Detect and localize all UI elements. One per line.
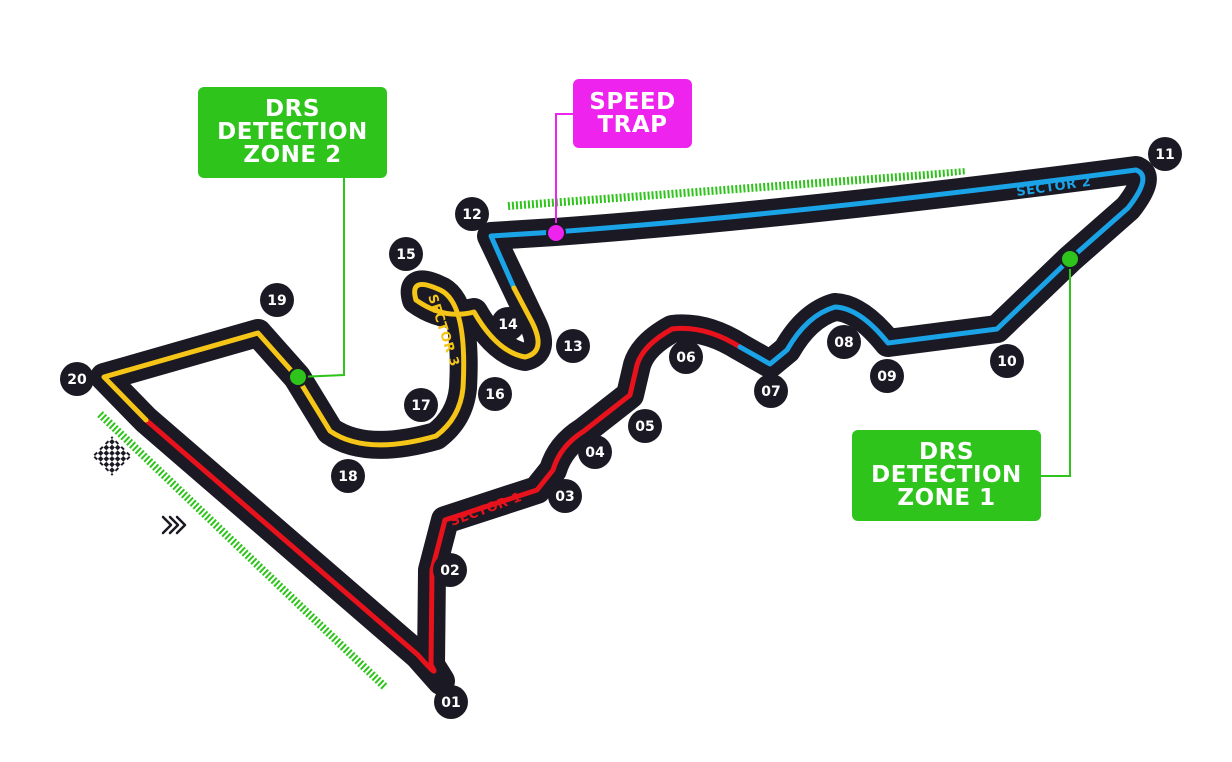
drs-detection-zone-2-callout: DRS DETECTION ZONE 2 [198, 87, 387, 178]
speed-trap-callout: SPEED TRAP [573, 79, 692, 148]
svg-text:06: 06 [676, 350, 695, 366]
turn-marker-18: 18 [331, 459, 365, 493]
sector-2-line [488, 167, 1146, 367]
turn-marker-16: 16 [478, 377, 512, 411]
svg-text:11: 11 [1155, 147, 1174, 163]
speed-trap-connector [555, 113, 573, 232]
turn-marker-02: 02 [433, 553, 467, 587]
turn-markers: 01 02 03 04 05 06 07 08 09 10 11 12 13 1… [60, 137, 1182, 719]
svg-text:12: 12 [462, 207, 481, 223]
sector-3-line [101, 281, 541, 448]
drs-zone-bar-back-straight [507, 168, 967, 210]
turn-marker-08: 08 [827, 325, 861, 359]
drs-detection-point-1 [1060, 249, 1080, 269]
turn-marker-07: 07 [754, 374, 788, 408]
drs-zone-bars [97, 168, 967, 691]
turn-marker-03: 03 [548, 479, 582, 513]
turn-marker-14: 14 [491, 307, 525, 341]
checkered-flag-icon [92, 436, 132, 476]
turn-marker-20: 20 [60, 362, 94, 396]
svg-text:20: 20 [67, 372, 87, 388]
callout-connectors [297, 113, 1071, 477]
drs-zone-1-connector [1041, 259, 1071, 477]
svg-text:15: 15 [396, 247, 415, 263]
svg-text:03: 03 [555, 489, 574, 505]
drs-detection-point-2 [288, 367, 308, 387]
svg-text:02: 02 [440, 563, 459, 579]
turn-marker-13: 13 [556, 329, 590, 363]
speed-trap-point [546, 223, 566, 243]
svg-text:17: 17 [411, 398, 430, 414]
svg-text:08: 08 [834, 335, 853, 351]
track-tarmac [90, 156, 1157, 695]
svg-text:04: 04 [585, 445, 605, 461]
turn-marker-19: 19 [260, 283, 294, 317]
drs-detection-zone-1-callout: DRS DETECTION ZONE 1 [852, 430, 1041, 521]
turn-marker-17: 17 [404, 388, 438, 422]
turn-marker-10: 10 [990, 344, 1024, 378]
svg-text:14: 14 [498, 317, 518, 333]
turn-marker-12: 12 [455, 197, 489, 231]
svg-text:19: 19 [267, 293, 286, 309]
svg-text:07: 07 [761, 384, 780, 400]
svg-text:18: 18 [338, 469, 357, 485]
direction-chevrons-icon [161, 515, 187, 535]
turn-marker-06: 06 [669, 340, 703, 374]
turn-marker-01: 01 [434, 685, 468, 719]
svg-text:05: 05 [635, 419, 654, 435]
svg-text:09: 09 [877, 369, 896, 385]
sector-1-line [143, 325, 743, 674]
track-outline [87, 153, 1160, 698]
turn-marker-04: 04 [578, 435, 612, 469]
turn-marker-11: 11 [1148, 137, 1182, 171]
turn-marker-15: 15 [389, 237, 423, 271]
svg-text:01: 01 [441, 695, 460, 711]
svg-text:13: 13 [563, 339, 582, 355]
drs-zone-2-connector [297, 178, 345, 378]
svg-text:10: 10 [997, 354, 1017, 370]
turn-marker-09: 09 [870, 359, 904, 393]
turn-marker-05: 05 [628, 409, 662, 443]
svg-text:16: 16 [485, 387, 504, 403]
